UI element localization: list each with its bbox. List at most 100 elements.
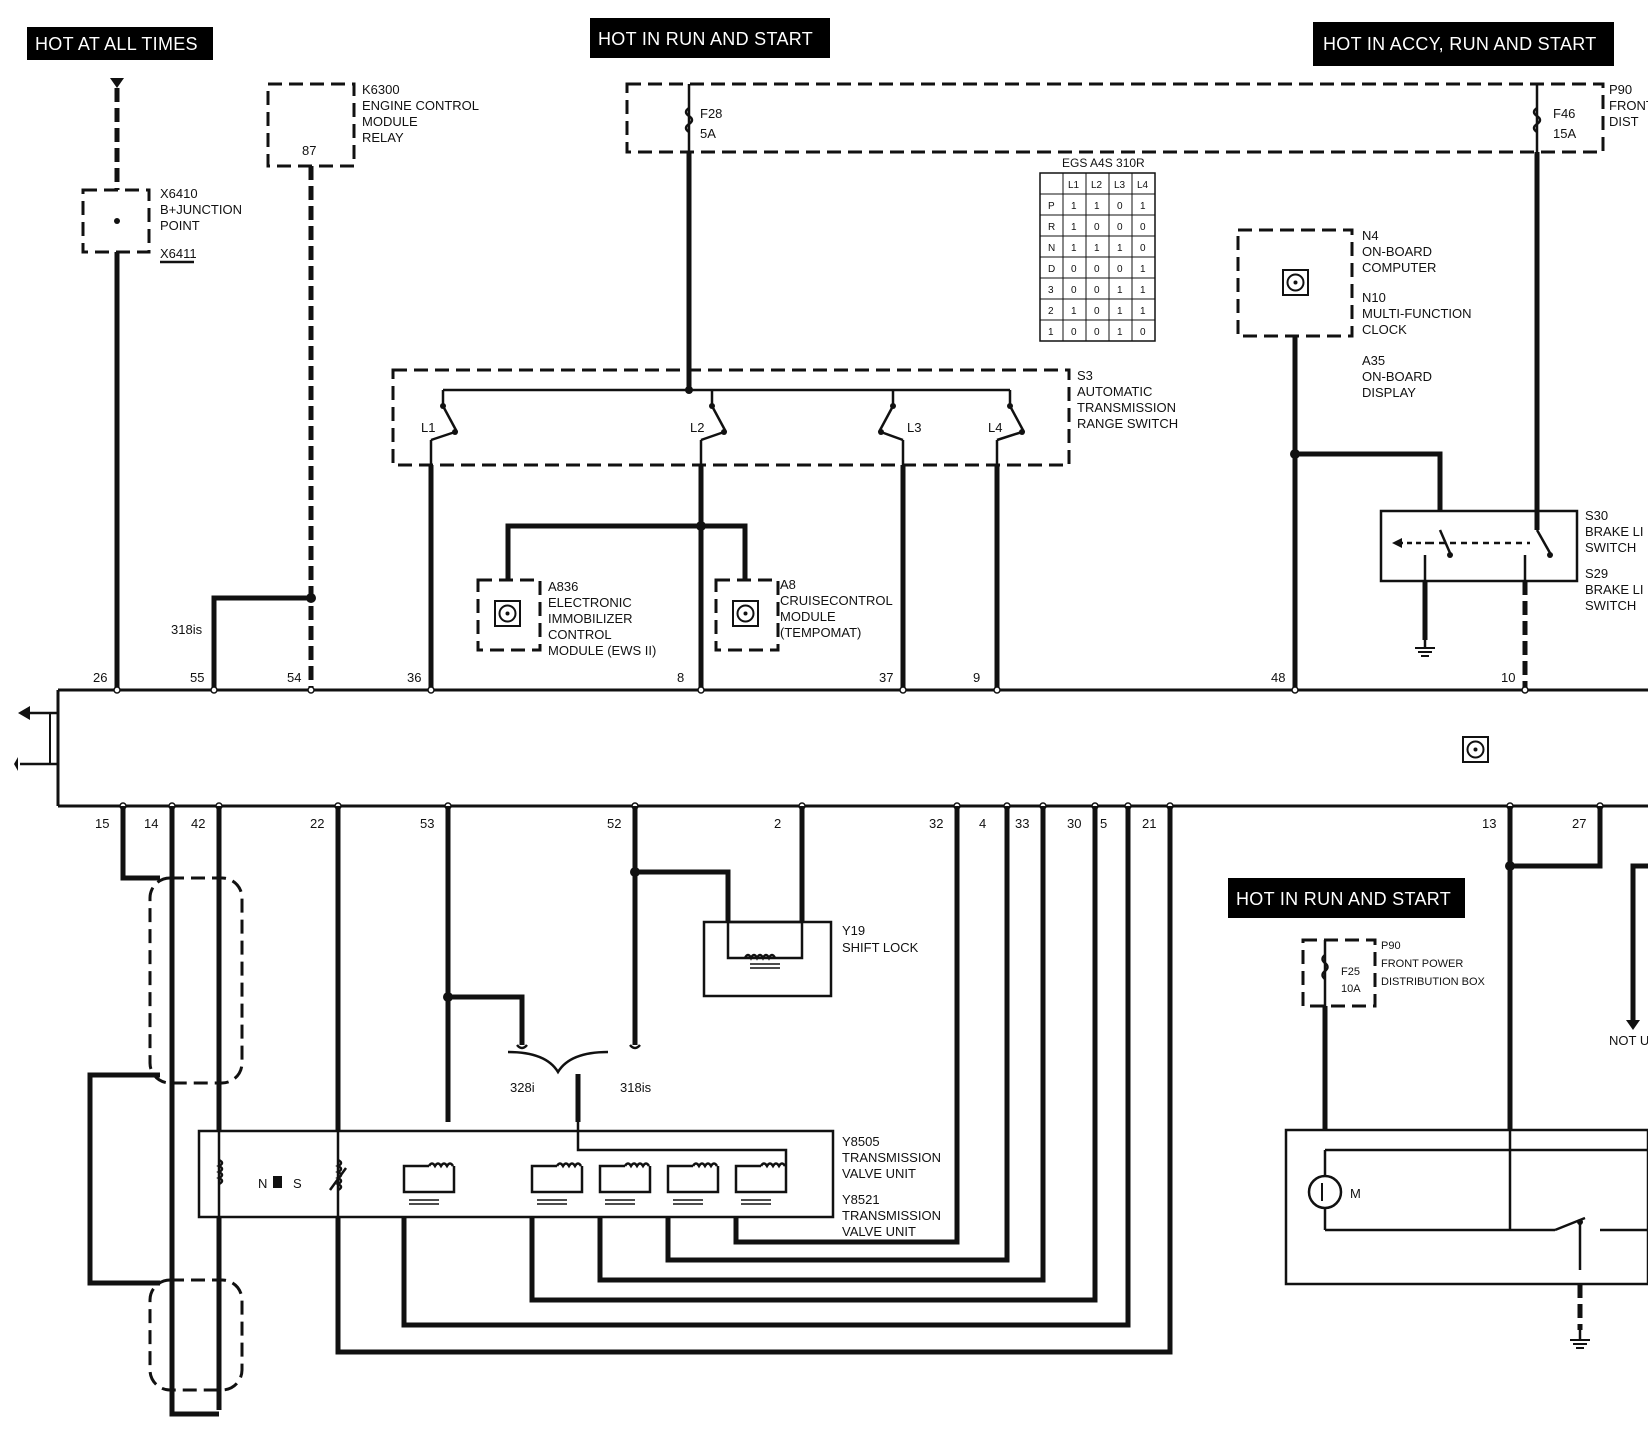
pin-label-top: 9: [973, 670, 980, 685]
a8-line3: MODULE: [780, 609, 836, 624]
n10-line3: CLOCK: [1362, 322, 1407, 337]
egs-cell: 1: [1071, 201, 1077, 212]
pin-dot: [899, 686, 907, 694]
f46-label: F46: [1553, 106, 1575, 121]
egs-cell: 1: [1117, 243, 1123, 254]
egs-cell: 0: [1117, 264, 1123, 275]
y19-shift-lock: Y19 SHIFT LOCK: [702, 920, 919, 998]
b-plus-feed: X6410 B+JUNCTION POINT X6411: [81, 78, 242, 690]
s30-line3: SWITCH: [1585, 540, 1636, 555]
egs-cell: 0: [1071, 264, 1077, 275]
egs-cell: 0: [1094, 327, 1100, 338]
p90-bottom-fuse: F25 10A P90 FRONT POWER DISTRIBUTION BOX: [1301, 938, 1486, 1008]
pin-dot: [427, 686, 435, 694]
pin-label-bottom: 27: [1572, 816, 1586, 831]
switch-label: L3: [907, 420, 921, 435]
egs-cell: 1: [1117, 327, 1123, 338]
egs-cell: N: [1048, 243, 1055, 254]
s30-label: S30: [1585, 508, 1608, 523]
n10-label: N10: [1362, 290, 1386, 305]
egs-cell: 0: [1117, 201, 1123, 212]
a35-line3: DISPLAY: [1362, 385, 1416, 400]
y8521-line2: TRANSMISSION: [842, 1208, 941, 1223]
pin-label-bottom: 42: [191, 816, 205, 831]
f25-label: F25: [1341, 966, 1360, 978]
pin-label-bottom: 30: [1067, 816, 1081, 831]
splice-318is-b-label: 318is: [620, 1080, 652, 1095]
egs-cell: 0: [1140, 222, 1146, 233]
p90-top-line2: FRONT: [1609, 98, 1648, 113]
egs-header-cell: L3: [1114, 180, 1126, 191]
y8505-line2: TRANSMISSION: [842, 1150, 941, 1165]
egs-cell: 1: [1071, 222, 1077, 233]
motor-label: M: [1350, 1186, 1361, 1201]
f28-rating: 5A: [700, 126, 716, 141]
s3-line4: RANGE SWITCH: [1077, 416, 1178, 431]
f25-rating: 10A: [1341, 983, 1361, 995]
x6411-label: X6411: [160, 246, 197, 261]
egs-cell: 1: [1071, 306, 1077, 317]
pin-label-bottom: 32: [929, 816, 943, 831]
s29-line2: BRAKE LI: [1585, 582, 1644, 597]
egs-cell: 1: [1094, 201, 1100, 212]
y19-label: Y19: [842, 923, 865, 938]
y8505-valve-unit: N S Y8505 TRANSMISSION VALVE UNIT Y8521 …: [197, 1122, 941, 1239]
header-text: HOT IN RUN AND START: [598, 29, 813, 49]
n10-line2: MULTI-FUNCTION: [1362, 306, 1472, 321]
header-text: HOT IN ACCY, RUN AND START: [1323, 34, 1597, 54]
pin-label-bottom: 2: [774, 816, 781, 831]
y8521-line3: VALVE UNIT: [842, 1224, 916, 1239]
egs-cell: 1: [1117, 306, 1123, 317]
f28-label: F28: [700, 106, 722, 121]
pin-label-top: 8: [677, 670, 684, 685]
egs-cell: 1: [1140, 264, 1146, 275]
egs-cell: 0: [1094, 264, 1100, 275]
s29-line3: SWITCH: [1585, 598, 1636, 613]
egs-cell: 1: [1140, 201, 1146, 212]
ns-n-label: N: [258, 1176, 267, 1191]
pin-label-bottom: 22: [310, 816, 324, 831]
pin-dot: [113, 686, 121, 694]
k6300-label: K6300: [362, 82, 400, 97]
y8521-label: Y8521: [842, 1192, 880, 1207]
valve-solenoids: [402, 1162, 788, 1205]
egs-cell: 0: [1071, 285, 1077, 296]
a836-line5: MODULE (EWS II): [548, 643, 656, 658]
pin-label-top: 55: [190, 670, 204, 685]
pin-dot: [993, 686, 1001, 694]
s3-label: S3: [1077, 368, 1093, 383]
pin-label-bottom: 15: [95, 816, 109, 831]
pin-label-bottom: 53: [420, 816, 434, 831]
brake-light-switch: S30 BRAKE LI SWITCH S29 BRAKE LI SWITCH: [1379, 152, 1644, 690]
pin-dot: [210, 686, 218, 694]
egs-cell: 0: [1094, 306, 1100, 317]
pin-dot: [1291, 686, 1299, 694]
a8-line2: CRUISECONTROL: [780, 593, 893, 608]
pin-label-top: 37: [879, 670, 893, 685]
pin-label-bottom: 52: [607, 816, 621, 831]
switch-label: L1: [421, 420, 435, 435]
k6300-pin: 87: [302, 143, 316, 158]
k6300-line4: RELAY: [362, 130, 404, 145]
x8500-connector: [14, 706, 58, 771]
egs-cell: 1: [1048, 327, 1054, 338]
ground-icon: [1570, 1330, 1590, 1349]
switch-label: L2: [690, 420, 704, 435]
egs-cell: 1: [1094, 243, 1100, 254]
pin-dot: [1521, 686, 1529, 694]
header-hot-in-run-and-start-2: HOT IN RUN AND START: [1228, 878, 1465, 918]
s30-line2: BRAKE LI: [1585, 524, 1644, 539]
a836-line2: ELECTRONIC: [548, 595, 632, 610]
p90-bottom-line3: DISTRIBUTION BOX: [1381, 976, 1486, 988]
switch-label: L4: [988, 420, 1002, 435]
egs-cell: 0: [1140, 243, 1146, 254]
p90-bottom-line2: FRONT POWER: [1381, 958, 1463, 970]
header-text: HOT AT ALL TIMES: [35, 34, 198, 54]
pin-label-top: 36: [407, 670, 421, 685]
splice-318is-label: 318is: [171, 622, 203, 637]
pin-label-top: 10: [1501, 670, 1515, 685]
egs-cell: 1: [1071, 243, 1077, 254]
